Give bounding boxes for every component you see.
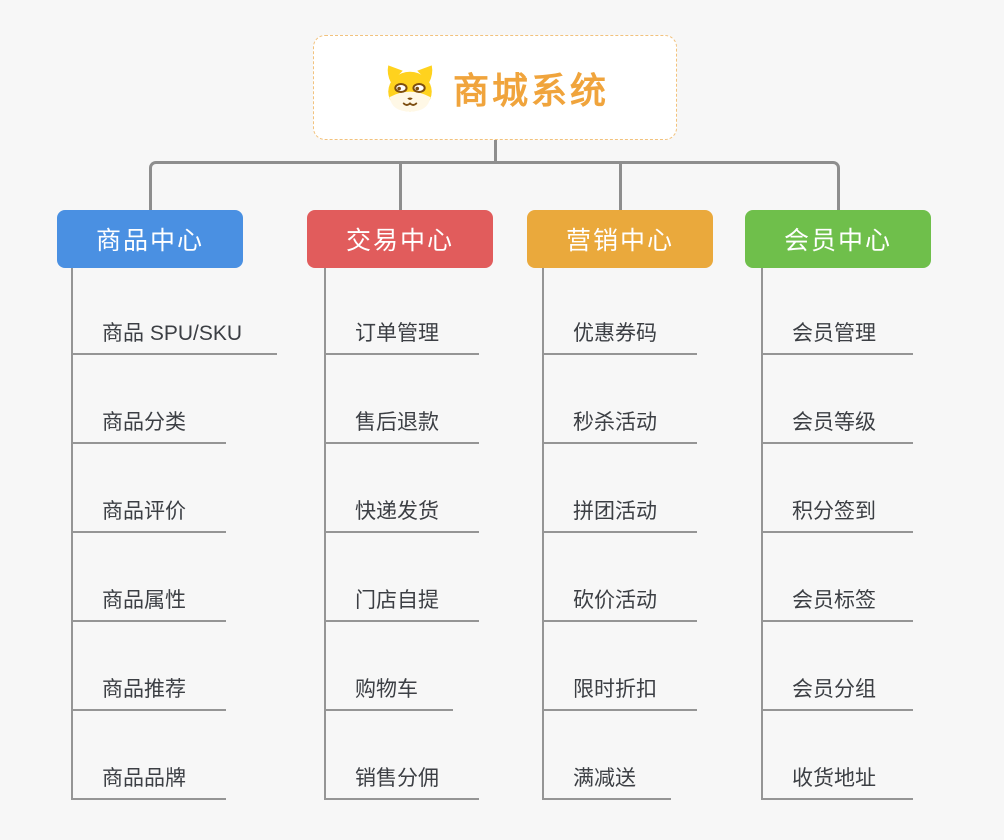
node-label: 秒杀活动 xyxy=(573,411,657,434)
node-label: 会员分组 xyxy=(792,678,876,701)
node-item[interactable]: 售后退款 xyxy=(324,404,479,444)
node-item[interactable]: 秒杀活动 xyxy=(542,404,697,444)
trunk-product-center xyxy=(71,268,73,800)
node-label: 商品属性 xyxy=(102,589,186,612)
node-label: 快递发货 xyxy=(355,500,439,523)
node-item[interactable]: 收货地址 xyxy=(761,760,913,800)
node-item[interactable]: 限时折扣 xyxy=(542,671,697,711)
node-label: 砍价活动 xyxy=(573,589,657,612)
node-label: 收货地址 xyxy=(792,767,876,790)
node-item[interactable]: 商品推荐 xyxy=(71,671,226,711)
node-label: 会员标签 xyxy=(792,589,876,612)
node-label: 门店自提 xyxy=(355,589,439,612)
root-title: 商城系统 xyxy=(452,69,609,111)
node-label: 会员等级 xyxy=(792,411,876,434)
node-label: 订单管理 xyxy=(355,322,439,345)
node-item[interactable]: 快递发货 xyxy=(324,493,479,533)
node-item[interactable]: 砍价活动 xyxy=(542,582,697,622)
branch-header-member-center[interactable]: 会员中心 xyxy=(745,210,931,268)
node-label: 商品评价 xyxy=(102,500,186,523)
node-label: 售后退款 xyxy=(355,411,439,434)
node-label: 满减送 xyxy=(573,767,636,790)
node-label: 限时折扣 xyxy=(573,678,657,701)
branch-label: 商品中心 xyxy=(95,227,204,255)
node-item[interactable]: 购物车 xyxy=(324,671,453,711)
root-node-mall-system[interactable]: 商城系统 xyxy=(313,35,677,140)
trunk-marketing-center xyxy=(542,268,544,800)
node-label: 商品品牌 xyxy=(102,767,186,790)
node-item[interactable]: 优惠券码 xyxy=(542,315,697,355)
node-item[interactable]: 会员等级 xyxy=(761,404,913,444)
trunk-member-center xyxy=(761,268,763,800)
branch-label: 营销中心 xyxy=(565,227,674,255)
node-label: 销售分佣 xyxy=(355,767,439,790)
connector-drop-trade xyxy=(398,163,402,211)
node-label: 购物车 xyxy=(355,678,418,701)
node-item[interactable]: 积分签到 xyxy=(761,493,913,533)
node-label: 商品 SPU/SKU xyxy=(102,322,243,345)
node-label: 商品推荐 xyxy=(102,678,186,701)
trunk-trade-center xyxy=(324,268,326,800)
node-item[interactable]: 门店自提 xyxy=(324,582,479,622)
branch-header-trade-center[interactable]: 交易中心 xyxy=(307,210,493,268)
node-label: 优惠券码 xyxy=(573,322,657,345)
branch-header-marketing-center[interactable]: 营销中心 xyxy=(527,210,713,268)
node-item[interactable]: 订单管理 xyxy=(324,315,479,355)
connector-drop-marketing xyxy=(618,163,622,211)
connector-rail-right xyxy=(494,161,840,211)
dog-face-icon xyxy=(387,64,433,112)
node-item[interactable]: 会员管理 xyxy=(761,315,913,355)
branch-label: 会员中心 xyxy=(783,227,892,255)
node-label: 商品分类 xyxy=(102,411,186,434)
node-item[interactable]: 商品评价 xyxy=(71,493,226,533)
node-item[interactable]: 商品分类 xyxy=(71,404,226,444)
connector-rail-left xyxy=(148,161,497,211)
node-item[interactable]: 商品品牌 xyxy=(71,760,226,800)
node-label: 拼团活动 xyxy=(573,500,657,523)
node-item[interactable]: 销售分佣 xyxy=(324,760,479,800)
node-label: 积分签到 xyxy=(792,500,876,523)
node-label: 会员管理 xyxy=(792,322,876,345)
node-item[interactable]: 会员标签 xyxy=(761,582,913,622)
node-item[interactable]: 商品 SPU/SKU xyxy=(71,315,277,355)
branch-label: 交易中心 xyxy=(345,227,454,255)
node-item[interactable]: 拼团活动 xyxy=(542,493,697,533)
node-item[interactable]: 商品属性 xyxy=(71,582,226,622)
node-item[interactable]: 会员分组 xyxy=(761,671,913,711)
connector-root-stem xyxy=(493,140,497,164)
branch-header-product-center[interactable]: 商品中心 xyxy=(57,210,243,268)
node-item[interactable]: 满减送 xyxy=(542,760,671,800)
